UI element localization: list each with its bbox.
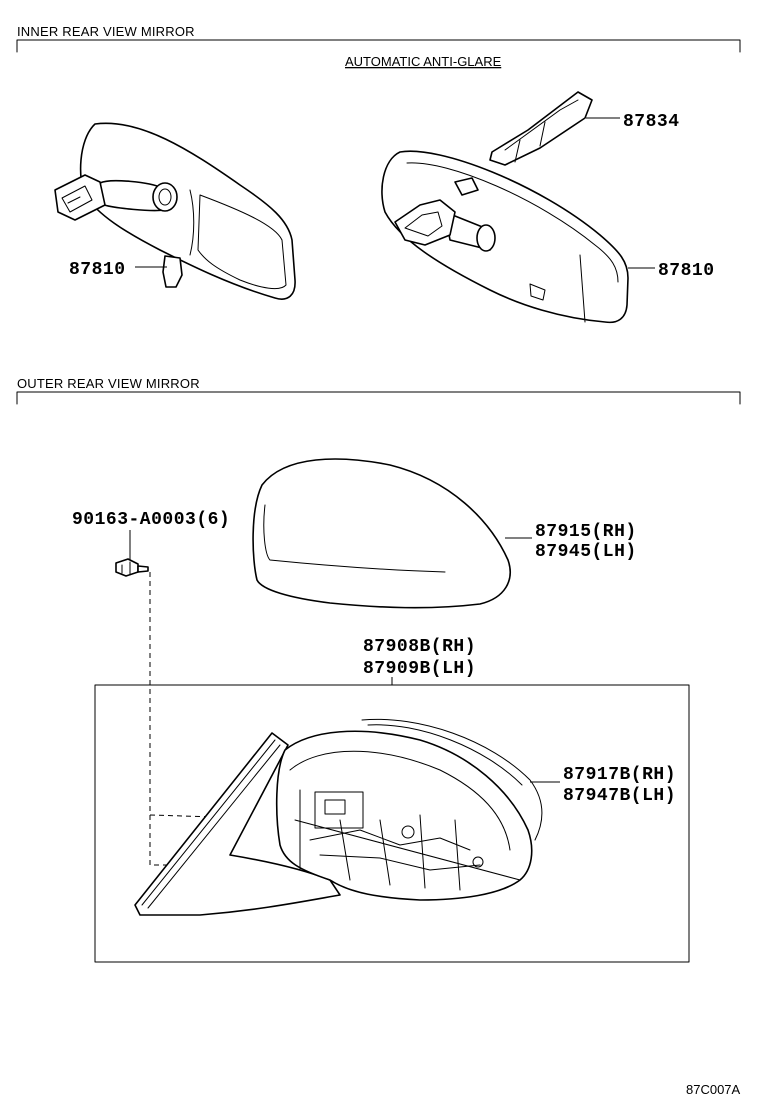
part-number-assy-lh: 87909B(LH) — [363, 659, 476, 679]
part-number-outer-cover-rh: 87915(RH) — [535, 522, 637, 542]
inner-section-subtitle: AUTOMATIC ANTI-GLARE — [345, 54, 502, 69]
outer-mirror-assy-drawing — [134, 718, 543, 916]
inner-mirror-right-drawing — [381, 150, 629, 324]
inner-mirror-cover-drawing — [489, 91, 593, 166]
inner-section-title: INNER REAR VIEW MIRROR — [17, 24, 195, 39]
part-number-outer-cover-lh: 87945(LH) — [535, 542, 637, 562]
part-number-cover: 87834 — [623, 112, 680, 132]
part-number-inner-mirror-right: 87810 — [658, 261, 715, 281]
inner-mirror-left-drawing — [54, 122, 296, 300]
part-number-screw: 90163-A0003(6) — [72, 510, 230, 530]
screw-drawing — [115, 558, 149, 577]
part-number-mirror-glass-lh: 87947B(LH) — [563, 786, 676, 806]
diagram-reference-code: 87C007A — [686, 1082, 741, 1097]
outer-section-frame — [16, 391, 741, 405]
part-number-assy-rh: 87908B(RH) — [363, 637, 476, 657]
assy-frame — [94, 684, 690, 963]
inner-section-frame — [16, 39, 741, 53]
part-number-inner-mirror-left: 87810 — [69, 260, 126, 280]
outer-section-title: OUTER REAR VIEW MIRROR — [17, 376, 200, 391]
mirror-outer-cover-drawing — [252, 458, 511, 609]
part-number-mirror-glass-rh: 87917B(RH) — [563, 765, 676, 785]
screw-dashed-path — [149, 572, 170, 866]
